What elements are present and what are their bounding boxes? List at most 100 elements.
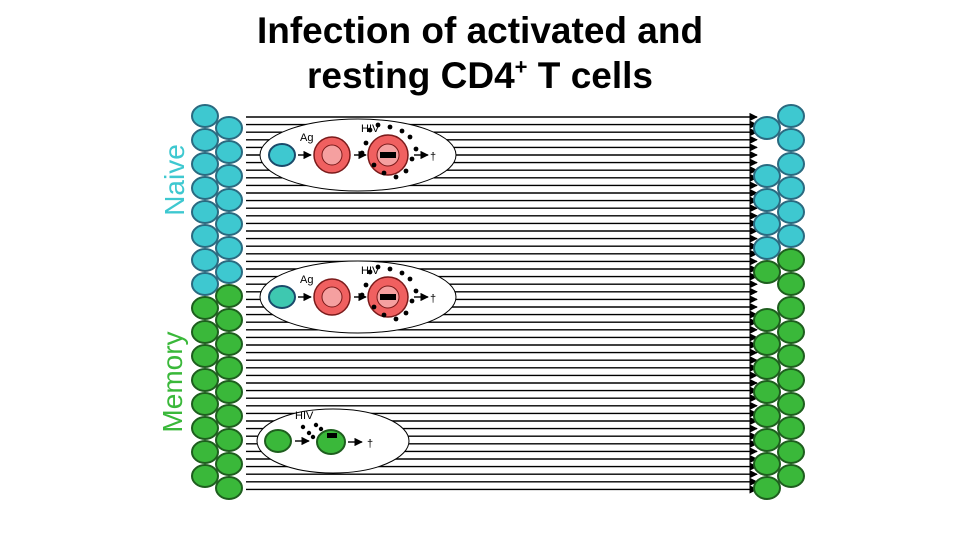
virus-particle [407, 276, 413, 282]
memory-cell [215, 284, 243, 308]
naive-cell [753, 236, 781, 260]
virus-particle [313, 422, 319, 428]
naive-cell [191, 152, 219, 176]
memory-cell [191, 320, 219, 344]
memory-cell [777, 464, 805, 488]
naive-cell [191, 272, 219, 296]
memory-cell [753, 260, 781, 284]
virus-particle [367, 127, 373, 133]
virus-particle [409, 156, 415, 162]
naive-cell [215, 188, 243, 212]
memory-cell [191, 344, 219, 368]
resting-cell [268, 285, 296, 309]
virus-particle [363, 282, 369, 288]
memory-cell [753, 428, 781, 452]
virus-particle [403, 310, 409, 316]
memory-cell [753, 332, 781, 356]
memory-cell [215, 404, 243, 428]
virus-particle [387, 124, 393, 130]
naive-cell [215, 260, 243, 284]
virus-particle [393, 174, 399, 180]
naive-cell [215, 116, 243, 140]
memory-cell [215, 332, 243, 356]
death-mark: † [430, 293, 436, 305]
memory-cell [753, 476, 781, 500]
virus-particle [371, 162, 377, 168]
naive-cell [191, 248, 219, 272]
title-line-2: resting CD4+ T cells [307, 54, 653, 96]
right-cell-column [753, 104, 805, 500]
left-cell-column [191, 104, 243, 500]
memory-cell [215, 452, 243, 476]
memory-cell [215, 428, 243, 452]
memory-cell [777, 320, 805, 344]
memory-cell [777, 368, 805, 392]
virus-particle [399, 270, 405, 276]
memory-cell [191, 440, 219, 464]
memory-cell [753, 452, 781, 476]
resting-cell [268, 143, 296, 167]
memory-cell [777, 296, 805, 320]
memory-cell [215, 476, 243, 500]
memory-cell [753, 380, 781, 404]
naive-cell [777, 200, 805, 224]
naive-cell [777, 104, 805, 128]
naive-cell [777, 176, 805, 200]
virus-particle [359, 292, 365, 298]
memory-cell [753, 404, 781, 428]
memory-cell [777, 392, 805, 416]
hiv-label: HIV [361, 265, 380, 277]
virus-particle [363, 140, 369, 146]
naive-cell [191, 176, 219, 200]
virus-particle [318, 426, 324, 432]
naive-cell [215, 212, 243, 236]
memory-cell [777, 416, 805, 440]
virus-particle [306, 430, 312, 436]
naive-cell [777, 224, 805, 248]
memory-cell [191, 464, 219, 488]
memory-cell [777, 440, 805, 464]
hiv-label: HIV [295, 410, 314, 422]
virus-particle [375, 264, 381, 270]
ag-label: Ag [300, 274, 313, 286]
memory-cell [777, 272, 805, 296]
naive-cell [191, 224, 219, 248]
memory-cell [753, 308, 781, 332]
memory-cell [777, 248, 805, 272]
memory-cell [215, 356, 243, 380]
memory-cell [777, 344, 805, 368]
infection-panel: Ag HIV † [259, 260, 457, 334]
integrated-provirus [380, 152, 396, 158]
virus-particle [359, 150, 365, 156]
naive-cell [777, 152, 805, 176]
page-title: Infection of activated and resting CD4+ … [0, 8, 960, 98]
virus-particle [310, 434, 316, 440]
virus-particle [413, 288, 419, 294]
naive-cell [753, 116, 781, 140]
memory-cell [191, 296, 219, 320]
virus-particle [393, 316, 399, 322]
naive-cell [753, 164, 781, 188]
virus-particle [413, 146, 419, 152]
memory-cell [215, 380, 243, 404]
naive-cell [215, 164, 243, 188]
resting-memory-cell [264, 429, 292, 453]
virus-particle [381, 312, 387, 318]
cell-nucleus [321, 144, 343, 166]
memory-cell [191, 416, 219, 440]
death-mark: † [367, 438, 373, 450]
integrated-provirus [380, 294, 396, 300]
infection-panel: HIV † [256, 408, 410, 474]
naive-cell [753, 188, 781, 212]
ag-label: Ag [300, 132, 313, 144]
naive-cell [215, 236, 243, 260]
naive-cell [191, 104, 219, 128]
virus-particle [371, 304, 377, 310]
memory-cell [753, 356, 781, 380]
virus-particle [403, 168, 409, 174]
naive-cell [191, 128, 219, 152]
naive-cell [753, 212, 781, 236]
